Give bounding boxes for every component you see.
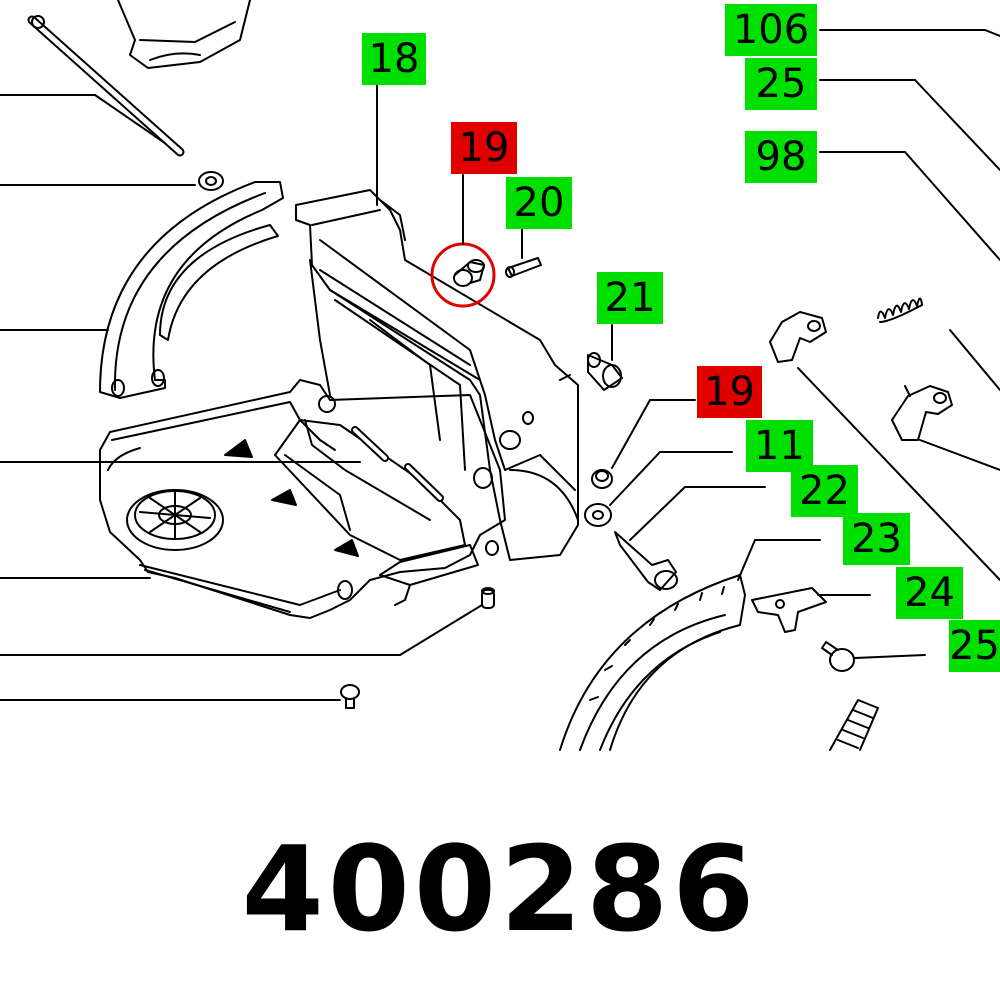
callout-leader-lines <box>376 84 926 659</box>
right-leader-lines <box>797 29 1000 581</box>
small-screw <box>340 684 360 709</box>
washer-sleeve-parts <box>584 469 613 527</box>
callout-106[interactable]: 106 <box>725 4 817 56</box>
pin-sleeve <box>481 587 495 609</box>
sleeve-part-19 <box>453 259 485 287</box>
bracket-part-24 <box>751 587 827 633</box>
callout-25-lower[interactable]: 25 <box>949 620 1000 672</box>
part-number: 400286 <box>241 820 759 958</box>
callout-18[interactable]: 18 <box>362 33 426 85</box>
angle-scale <box>559 574 746 751</box>
pin-part-20 <box>505 257 542 278</box>
callout-21[interactable]: 21 <box>597 272 663 324</box>
bushing-part-21 <box>587 352 623 391</box>
exploded-parts-drawing <box>0 0 1000 751</box>
base-plate <box>99 379 506 619</box>
callout-11[interactable]: 11 <box>746 420 813 472</box>
callout-19-lower[interactable]: 19 <box>697 366 762 418</box>
rotary-knob <box>126 489 224 551</box>
left-leader-lines <box>0 94 483 701</box>
lever-lower <box>891 385 953 441</box>
handle-top <box>117 0 251 69</box>
callout-98[interactable]: 98 <box>745 131 817 183</box>
guide-rod <box>27 15 224 191</box>
lever-upper <box>769 311 827 363</box>
callout-24[interactable]: 24 <box>896 567 963 619</box>
highlight-circle <box>430 242 496 308</box>
socket-screw <box>614 531 678 591</box>
spring <box>877 297 923 323</box>
callout-19-highlighted[interactable]: 19 <box>451 122 517 174</box>
callout-20[interactable]: 20 <box>506 177 572 229</box>
callout-23[interactable]: 23 <box>843 513 910 565</box>
upright-frame <box>295 189 579 561</box>
callout-25-upper[interactable]: 25 <box>745 58 817 110</box>
gear-rack <box>829 699 879 751</box>
pan-screw <box>821 641 855 672</box>
guard-arc <box>99 181 284 399</box>
callout-22[interactable]: 22 <box>791 465 858 517</box>
